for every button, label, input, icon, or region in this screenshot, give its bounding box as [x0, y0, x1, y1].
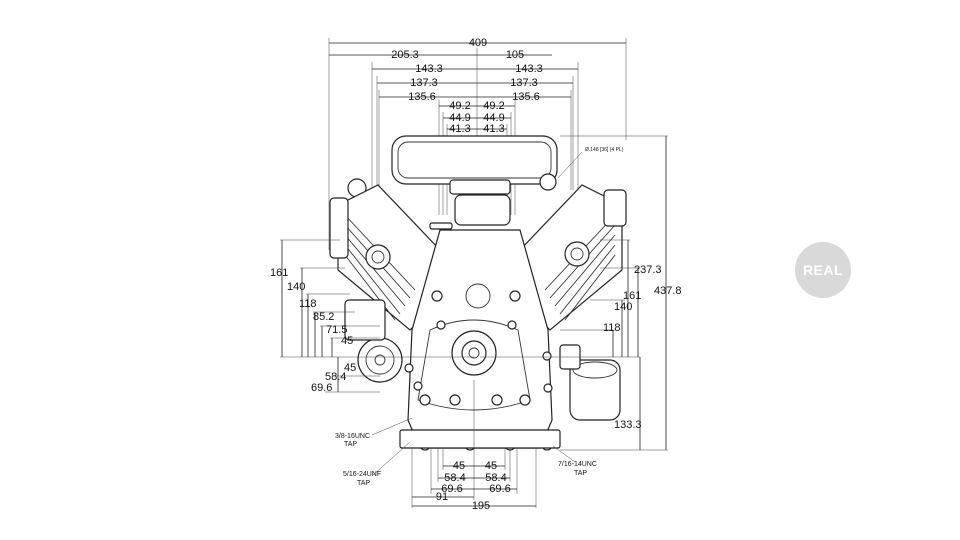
dim-left-45-b: 45 — [344, 362, 356, 374]
bottom-dimension-lines — [411, 380, 537, 508]
dim-135-6-left: 135.6 — [408, 91, 436, 103]
dim-bottom-45-left: 45 — [453, 460, 465, 472]
dim-bottom-91: 91 — [436, 491, 448, 503]
dim-right-237-3: 237.3 — [634, 264, 662, 276]
dim-143-3-right: 143.3 — [515, 63, 543, 75]
dim-right-140: 140 — [614, 301, 632, 313]
dim-right-437-8: 437.8 — [654, 285, 682, 297]
engine-body — [329, 135, 627, 451]
dim-409: 409 — [469, 37, 487, 49]
dim-bottom-58-4-left: 58.4 — [444, 472, 465, 484]
dim-left-140: 140 — [287, 281, 305, 293]
tap-note-2-line2: TAP — [357, 480, 370, 487]
dim-left-69-6: 69.6 — [311, 382, 332, 394]
tap-note-1-line2: TAP — [344, 441, 357, 448]
leader-lines — [371, 151, 583, 477]
tap-note-2-line1: 5/16-24UNF — [343, 471, 381, 478]
dim-bottom-69-6-right: 69.6 — [489, 483, 510, 495]
left-dimension-lines — [280, 239, 474, 393]
dim-right-118: 118 — [603, 322, 621, 334]
tap-note-3-line2: TAP — [574, 470, 587, 477]
dim-143-3-left: 143.3 — [415, 63, 443, 75]
oil-filter — [569, 359, 621, 421]
starter-pulley — [357, 337, 403, 383]
base-flange — [399, 429, 561, 449]
dim-left-45-a: 45 — [341, 335, 353, 347]
tap-note-1-line1: 3/8-16UNC — [335, 433, 370, 440]
dim-left-58-4: 58.4 — [325, 371, 346, 383]
real-badge: REAL — [795, 242, 851, 298]
dim-49-2-right: 49.2 — [483, 100, 504, 112]
dim-41-3-left: 41.3 — [449, 123, 470, 135]
dim-44-9-right: 44.9 — [483, 112, 504, 124]
real-badge-label: REAL — [802, 262, 844, 278]
right-dimension-lines — [480, 135, 668, 451]
air-cleaner-cover — [391, 135, 558, 185]
dim-137-3-left: 137.3 — [410, 77, 438, 89]
dim-49-2-left: 49.2 — [449, 100, 470, 112]
dim-205-3: 205.3 — [391, 49, 419, 61]
dim-right-161: 161 — [623, 290, 641, 302]
dim-41-3-right: 41.3 — [483, 123, 504, 135]
dim-135-6-right: 135.6 — [512, 91, 540, 103]
dim-left-161: 161 — [270, 267, 288, 279]
dim-bottom-69-6-left: 69.6 — [441, 483, 462, 495]
dim-137-3-right: 137.3 — [510, 77, 538, 89]
dim-44-9-left: 44.9 — [449, 112, 470, 124]
dim-bottom-58-4-right: 58.4 — [485, 472, 506, 484]
dim-right-133-3: 133.3 — [614, 419, 642, 431]
dim-105: 105 — [506, 49, 524, 61]
dim-bottom-45-right: 45 — [485, 460, 497, 472]
dim-left-118: 118 — [299, 298, 317, 310]
tap-note-3-line1: 7/16-14UNC — [558, 461, 597, 468]
dim-bottom-195: 195 — [472, 500, 490, 512]
dim-left-85-2: 85.2 — [313, 311, 334, 323]
dim-left-71-5: 71.5 — [326, 324, 347, 336]
small-hole-note: Ø.148 [36] (4 PL) — [585, 147, 624, 153]
